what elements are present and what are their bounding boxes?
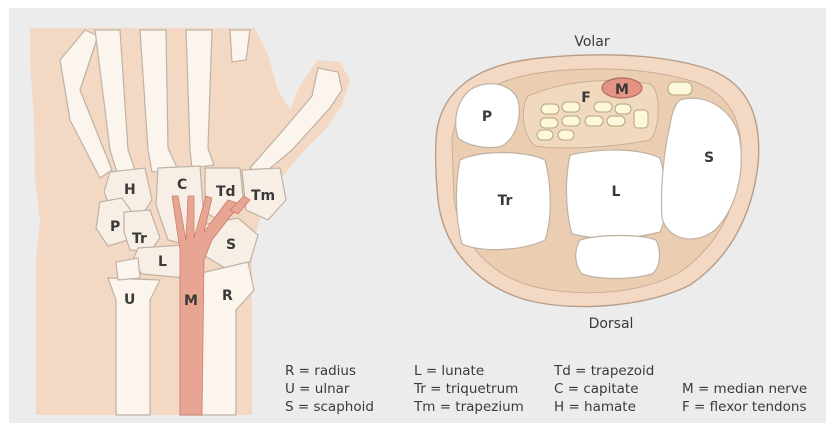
label-section-lunate: L: [612, 184, 621, 200]
tendon: [668, 82, 692, 95]
cross-section-illustration: Volar Dorsal M F P Tr: [436, 34, 759, 332]
legend-capitate: C = capitate: [554, 381, 639, 397]
hand-illustration: H C Td Tm P Tr S L U M R: [30, 28, 350, 415]
tendon: [540, 118, 558, 128]
bone-ulna-head: [116, 258, 140, 280]
label-ulna: U: [124, 292, 135, 308]
label-capitate: C: [177, 177, 187, 193]
tendon: [607, 116, 625, 126]
tendon: [541, 104, 559, 114]
label-hamate: H: [124, 182, 136, 198]
tendon: [558, 130, 574, 140]
label-median-nerve-section: M: [615, 82, 629, 98]
tendon: [562, 116, 580, 126]
legend-hamate: H = hamate: [554, 399, 636, 415]
legend-median-nerve: M = median nerve: [682, 381, 807, 397]
legend: R = radius L = lunate Td = trapezoid U =…: [285, 363, 807, 415]
label-median-nerve: M: [184, 293, 198, 309]
label-section-scaphoid: S: [704, 150, 714, 166]
tendon: [594, 102, 612, 112]
legend-trapezium: Tm = trapezium: [413, 399, 524, 415]
label-pisiform: P: [110, 219, 120, 235]
label-dorsal: Dorsal: [589, 316, 634, 332]
label-trapezoid: Td: [216, 184, 236, 200]
section-dorsal-bone: [576, 236, 660, 279]
legend-triquetrum: Tr = triquetrum: [413, 381, 518, 397]
label-lunate: L: [158, 254, 167, 270]
legend-scaphoid: S = scaphoid: [285, 399, 374, 415]
label-section-triquetrum: Tr: [498, 193, 513, 209]
label-volar: Volar: [574, 34, 610, 50]
label-section-pisiform: P: [482, 109, 492, 125]
legend-ulnar: U = ulnar: [285, 381, 350, 397]
legend-lunate: L = lunate: [414, 363, 484, 379]
label-triquetrum: Tr: [132, 231, 147, 247]
tendon: [615, 104, 631, 114]
tendon: [537, 130, 553, 140]
tendon: [634, 110, 648, 128]
tendon: [562, 102, 580, 112]
label-radius: R: [222, 288, 233, 304]
tendon: [585, 116, 603, 126]
legend-trapezoid: Td = trapezoid: [553, 363, 654, 379]
legend-radius: R = radius: [285, 363, 356, 379]
label-flexor-tendons: F: [581, 90, 591, 106]
label-scaphoid: S: [226, 237, 236, 253]
label-trapezium: Tm: [251, 188, 275, 204]
legend-flexor-tendons: F = flexor tendons: [682, 399, 806, 415]
